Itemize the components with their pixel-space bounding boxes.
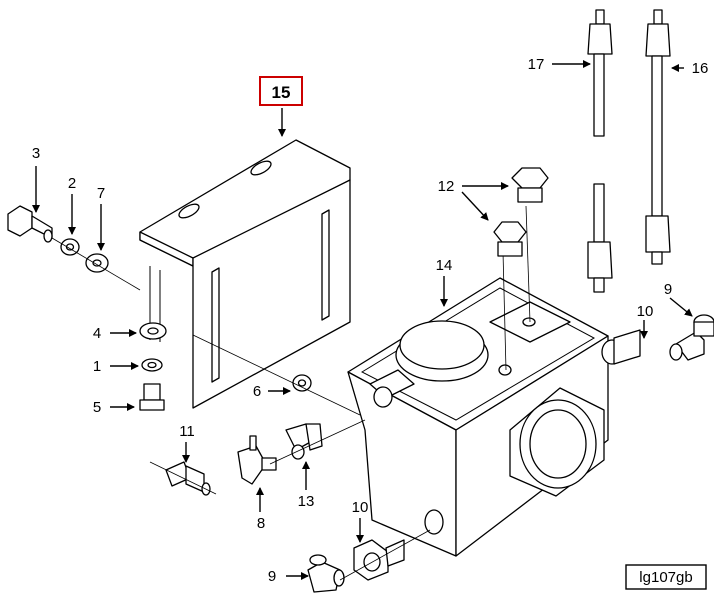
fitting-part-10-bottom (353, 539, 405, 581)
callout-13: 13 (298, 493, 315, 510)
fitting-part-10-right (601, 329, 641, 365)
fitting-part-11 (165, 461, 211, 496)
pump-body-part-14 (347, 277, 609, 557)
fitting-part-12-lower (493, 221, 527, 257)
callout-7: 7 (97, 185, 105, 202)
callout-17: 17 (528, 56, 545, 73)
tube-part-16 (645, 9, 671, 265)
callout-8: 8 (257, 515, 265, 532)
callout-labels: 15 3 2 7 4 1 5 6 14 12 17 16 9 10 11 8 1… (32, 56, 709, 585)
bolt-part-3 (7, 205, 53, 243)
fitting-part-13 (285, 423, 323, 460)
washer-part-4 (139, 322, 167, 340)
callout-12: 12 (438, 178, 455, 195)
callout-14: 14 (436, 257, 453, 274)
elbow-part-9-right (669, 314, 714, 361)
callout-9-bottom: 9 (268, 568, 276, 585)
callout-5: 5 (93, 399, 101, 416)
leader-lines (32, 60, 693, 580)
callout-1: 1 (93, 358, 101, 375)
callout-6: 6 (253, 383, 261, 400)
tube-part-17 (587, 9, 613, 293)
fitting-part-12-upper (511, 167, 549, 203)
callout-2: 2 (68, 175, 76, 192)
callout-15: 15 (272, 83, 291, 102)
bracket-part-15 (139, 139, 351, 409)
reference-code: lg107gb (639, 569, 692, 586)
callout-10-bottom: 10 (352, 499, 369, 516)
callout-11: 11 (179, 423, 195, 440)
washer-part-6 (292, 374, 312, 392)
callout-9-right: 9 (664, 281, 672, 298)
bolt-part-5 (139, 383, 165, 411)
callout-3: 3 (32, 145, 40, 162)
callout-10-right: 10 (637, 303, 654, 320)
highlight-box-15 (259, 76, 303, 106)
callout-16: 16 (692, 60, 709, 77)
lock-washer-part-1 (141, 358, 163, 372)
callout-4: 4 (93, 325, 101, 342)
elbow-part-8 (237, 435, 277, 485)
reference-code-box: lg107gb (625, 564, 707, 590)
elbow-part-9-bottom (307, 554, 345, 593)
